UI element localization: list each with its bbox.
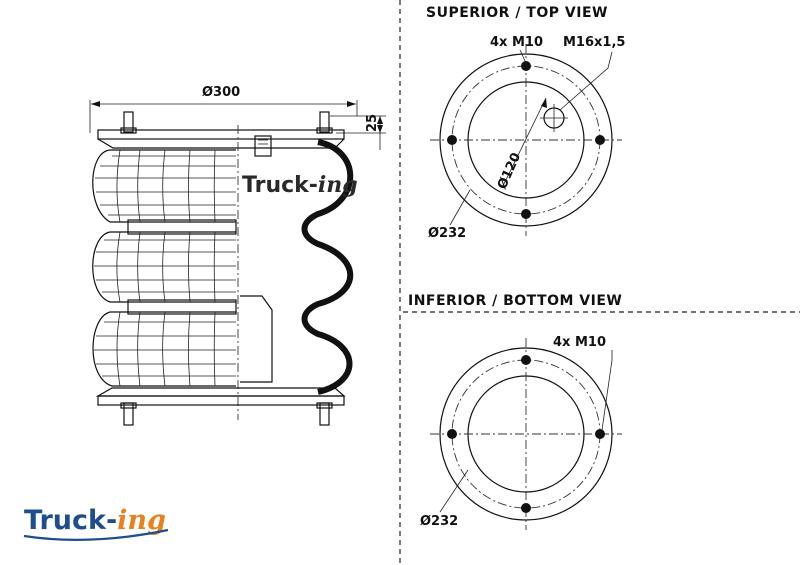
bottom-bolt-circle [451,359,601,509]
logo-main: Truck- [24,505,117,536]
bottom-stud-right [319,402,330,426]
watermark-main: Truck- [242,173,318,198]
top-bolt-hole-w [447,135,457,145]
logo-text: Truck-ing [24,505,166,536]
bottom-bolt-hole-w [447,429,457,439]
top-inner-dia-label: Ø120 [495,151,524,192]
bottom-view-title: INFERIOR / BOTTOM VIEW [408,293,622,309]
bottom-bolt-hole-s [521,503,531,513]
top-bolt-hole-s [521,209,531,219]
brand-logo: Truck-ing [23,505,169,541]
bottom-plate [97,395,345,406]
air-port [254,135,272,157]
watermark: Truck-ing [242,172,358,198]
bottom-view: INFERIOR / BOTTOM VIEW 4x M10 Ø232 [408,293,622,530]
top-plate [97,129,345,140]
bottom-bolt-hole-n [521,355,531,365]
width-dimension-label: Ø300 [202,85,240,100]
bottom-outer-dia-label: Ø232 [420,514,458,529]
top-bolts-label: 4x M10 [490,35,543,50]
top-view-title: SUPERIOR / TOP VIEW [426,5,608,21]
bottom-stud-left [123,402,134,426]
watermark-accent: ing [318,172,358,198]
bottom-bolts-label: 4x M10 [553,335,606,350]
top-bolt-hole-n [521,61,531,71]
top-view: SUPERIOR / TOP VIEW Ø120 4x M10 M16x1,5 … [426,5,625,241]
inner-piston [240,295,273,383]
side-view: Ø300 25 [89,85,386,426]
logo-accent: ing [117,505,166,536]
top-bolt-hole-e [595,135,605,145]
top-air-port-label: M16x1,5 [563,35,625,50]
bottom-bolt-hole-e [595,429,605,439]
top-stud-left [123,111,134,133]
top-bolt-circle [451,65,601,215]
logo-swoosh [23,528,169,541]
bellows-convolutions [92,149,237,387]
height-dimension-label: 25 [365,114,380,132]
bellows-section [301,139,354,395]
top-outer-dia-label: Ø232 [428,226,466,241]
top-stud-right [319,111,330,133]
